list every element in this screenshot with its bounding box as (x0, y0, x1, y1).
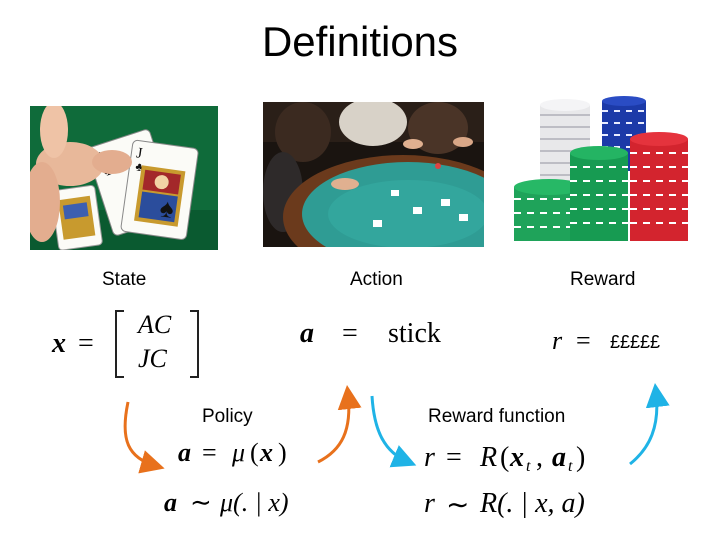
rf-det-fn: R (480, 442, 498, 473)
reward-value: £££££ (610, 332, 661, 352)
rf-det-arg-x: x (510, 442, 524, 473)
policy-sto-lhs: a (164, 488, 177, 517)
rf-sto-rel: ∼ (446, 490, 470, 521)
state-to-policy-arrow (123, 401, 165, 474)
poker-chips-photo (510, 95, 692, 245)
rf-det-subscript-1: t (526, 458, 531, 475)
reward-function-deterministic: r = R ( x t , a t ) (424, 442, 624, 476)
policy-det-lhs: a (178, 438, 191, 467)
policy-det-arg: x (260, 438, 273, 467)
rf-det-subscript-2: t (568, 458, 573, 475)
policy-det-close-paren: ) (278, 438, 287, 467)
action-label: Action (350, 269, 403, 290)
reward-function-stochastic: r ∼ R(. | x, a) (424, 488, 624, 522)
hand-of-cards-photo: A ♣ J ♣ ♠ (30, 106, 218, 250)
reward-function-label: Reward function (428, 406, 566, 427)
rf-det-open-paren: ( (500, 442, 510, 473)
policy-det-equals: = (202, 438, 217, 467)
policy-to-action-arrow (317, 385, 362, 464)
state-label: State (102, 269, 147, 290)
rf-det-comma: , (536, 442, 543, 473)
policy-sto-rel: ∼ (190, 488, 212, 517)
reward-function-to-reward-arrow (629, 383, 670, 466)
reward-label: Reward (570, 269, 636, 290)
rf-det-equals: = (446, 442, 462, 473)
rf-sto-rhs: R(. | x, a) (480, 488, 585, 519)
policy-det-fn: μ (232, 438, 246, 467)
action-to-reward-function-arrow (370, 395, 417, 468)
slide-title: Definitions (261, 18, 459, 65)
action-equation: a = stick (300, 318, 470, 354)
state-equation: x = AC JC (52, 308, 212, 382)
policy-stochastic: a ∼ μ(. | x) (164, 488, 324, 522)
left-bracket (115, 310, 124, 378)
svg-text:♠: ♠ (158, 192, 176, 224)
policy-deterministic: a = μ ( x ) (178, 438, 308, 472)
policy-label: Policy (202, 406, 253, 427)
rf-det-lhs: r (424, 442, 435, 473)
reward-equals: = (576, 326, 591, 355)
state-row-1: AC (138, 310, 172, 339)
policy-det-open-paren: ( (250, 438, 259, 467)
right-bracket (190, 310, 199, 378)
svg-text:♣: ♣ (135, 159, 145, 174)
poker-table-photo (263, 102, 484, 247)
state-equals: = (78, 328, 94, 359)
policy-sto-rhs: μ(. | x) (220, 488, 289, 517)
reward-variable: r (552, 326, 563, 355)
rf-det-arg-a: a (552, 442, 566, 473)
state-variable: x (52, 328, 66, 359)
rf-det-close-paren: ) (576, 442, 586, 473)
svg-text:J: J (135, 145, 143, 162)
state-row-2: JC (138, 344, 167, 373)
action-value: stick (388, 318, 441, 349)
action-equals: = (342, 318, 358, 349)
action-variable: a (300, 318, 314, 349)
reward-equation: r = £££££ (552, 326, 702, 356)
rf-sto-lhs: r (424, 488, 435, 519)
